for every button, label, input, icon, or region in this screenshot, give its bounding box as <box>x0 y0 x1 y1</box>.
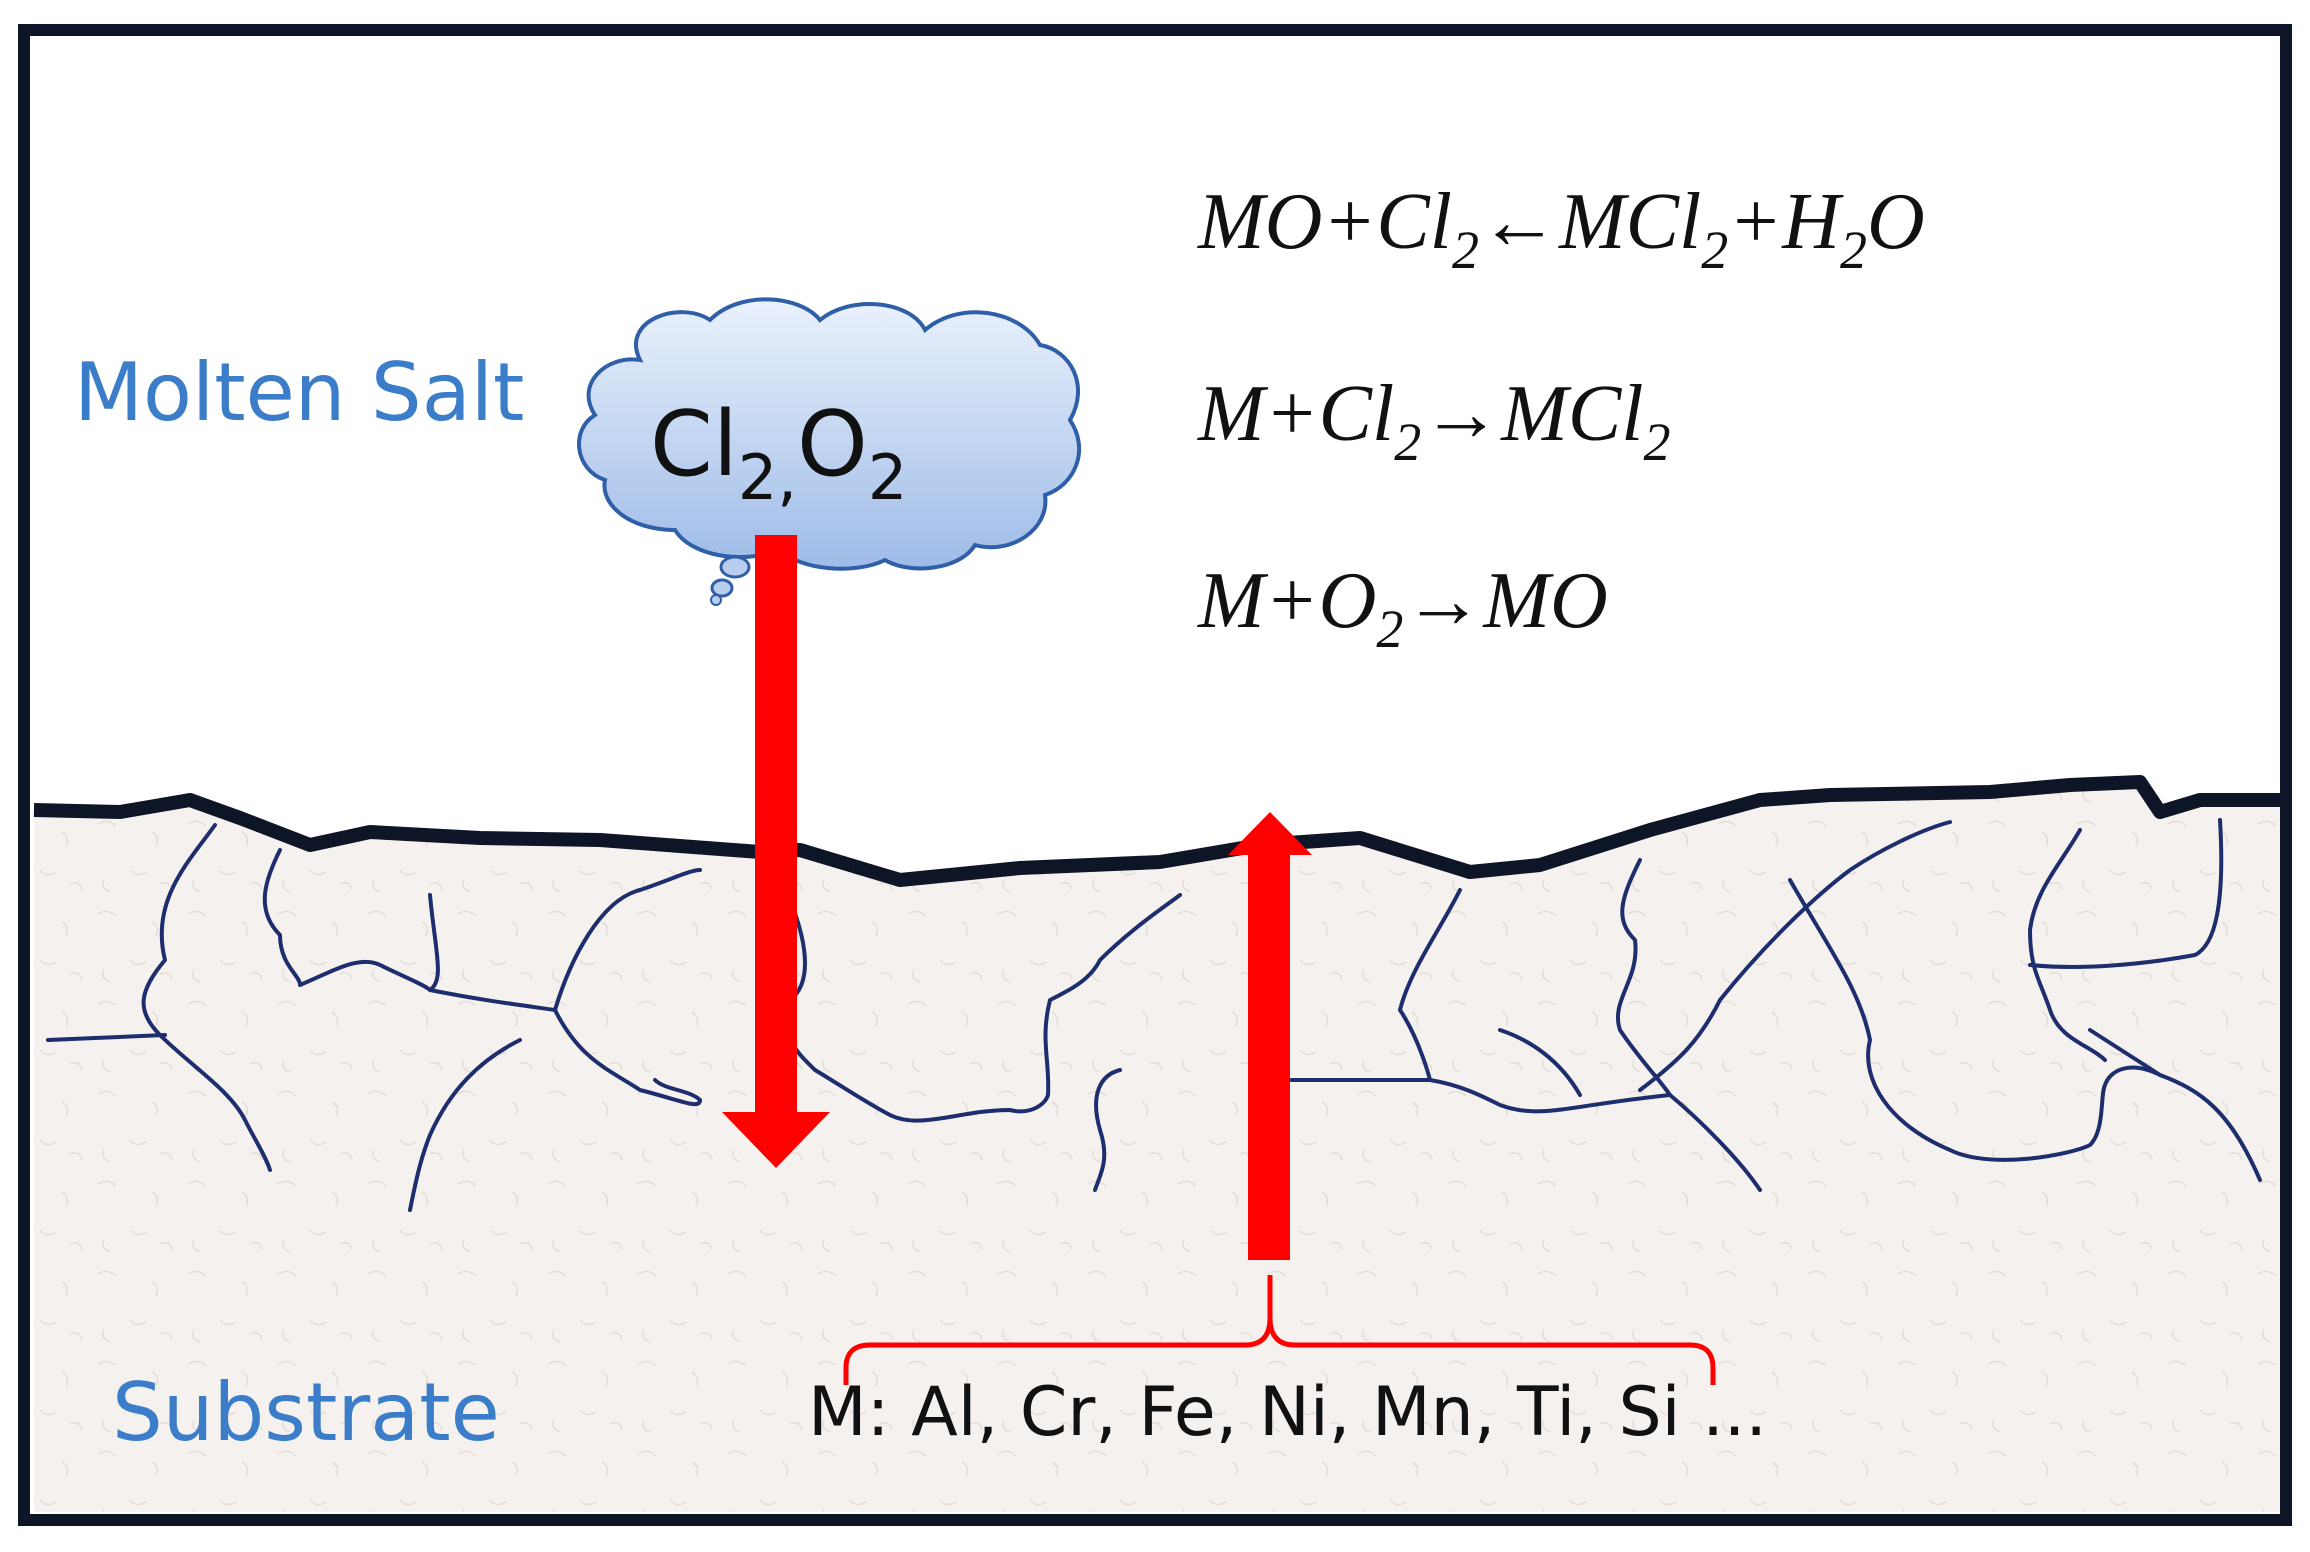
gas-chlorine: Cl <box>650 392 738 497</box>
equation-2-part: →MCl <box>1421 370 1643 458</box>
down-arrow-icon <box>722 535 830 1168</box>
grain-boundaries <box>46 818 2262 1212</box>
cloud-gas-label: Cl2,O2 <box>650 392 907 514</box>
gas-oxygen-subscript: 2 <box>868 441 907 514</box>
equation-3-part: 2 <box>1376 599 1403 659</box>
equation-2-part: 2 <box>1643 412 1670 472</box>
gas-oxygen: O <box>797 392 868 497</box>
equation-3-part: M+O <box>1197 557 1376 645</box>
equations: MO+Cl2←MCl2+H2O M+Cl2→MCl2 M+O2→MO <box>1197 178 1925 659</box>
equation-1-part: 2 <box>1452 220 1479 280</box>
equation-1-part: 2 <box>1701 220 1728 280</box>
equation-3-part: →MO <box>1403 557 1607 645</box>
equation-1-part: MO+Cl <box>1197 178 1452 266</box>
cloud-icon <box>577 297 1081 606</box>
substrate-region <box>34 782 2286 1512</box>
frame-border <box>18 24 2292 1526</box>
metals-list: M: Al, Cr, Fe, Ni, Mn, Ti, Si ... <box>808 1373 1767 1452</box>
label-substrate: Substrate <box>112 1366 500 1459</box>
equation-2: M+Cl2→MCl2 <box>1197 370 1670 472</box>
equation-3: M+O2→MO <box>1197 557 1608 659</box>
equation-2-part: M+Cl <box>1197 370 1394 458</box>
up-arrow-icon <box>1228 812 1312 1260</box>
interface-line <box>33 775 2286 887</box>
bracket-icon <box>843 1275 1716 1385</box>
equation-1-part: O <box>1867 178 1925 266</box>
equation-1-part: ←MCl <box>1479 178 1701 266</box>
equation-2-part: 2 <box>1394 412 1421 472</box>
equation-1-part: +H <box>1728 178 1844 266</box>
label-molten-salt: Molten Salt <box>74 346 524 439</box>
equation-1: MO+Cl2←MCl2+H2O <box>1197 178 1925 280</box>
gas-chlorine-subscript: 2, <box>738 441 797 514</box>
equation-1-part: 2 <box>1840 220 1867 280</box>
